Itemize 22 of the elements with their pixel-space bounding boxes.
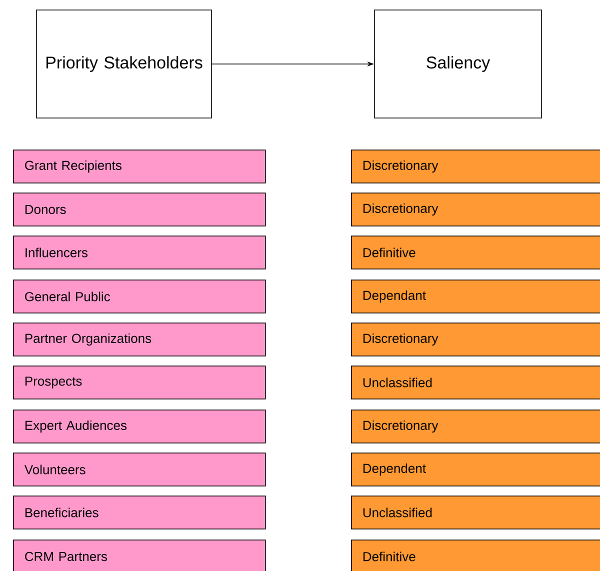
stakeholder-box: Partner Organizations <box>13 322 266 356</box>
stakeholder-box: CRM Partners <box>13 540 266 571</box>
saliency-box: Unclassified <box>351 496 600 530</box>
header-box: Saliency <box>374 10 542 118</box>
stakeholder-box: Expert Audiences <box>13 410 266 444</box>
saliency-box: Definitive <box>351 236 600 270</box>
stakeholder-box: Grant Recipients <box>13 150 266 184</box>
stakeholder-box: Donors <box>13 192 266 226</box>
saliency-box: Discretionary <box>351 410 600 444</box>
stakeholder-box: Volunteers <box>13 452 266 486</box>
saliency-box: Discretionary <box>351 322 600 356</box>
stakeholder-box: Influencers <box>13 236 266 270</box>
saliency-box: Definitive <box>351 540 600 571</box>
stakeholder-box: Prospects <box>13 366 266 400</box>
saliency-box: Unclassified <box>351 366 600 400</box>
saliency-box: Discretionary <box>351 192 600 226</box>
saliency-box: Discretionary <box>351 150 600 184</box>
saliency-box: Dependent <box>351 452 600 486</box>
stakeholder-box: General Public <box>13 280 266 314</box>
saliency-box: Dependant <box>351 280 600 314</box>
stakeholder-box: Beneficiaries <box>13 496 266 530</box>
header-box: Priority Stakeholders <box>36 10 212 118</box>
